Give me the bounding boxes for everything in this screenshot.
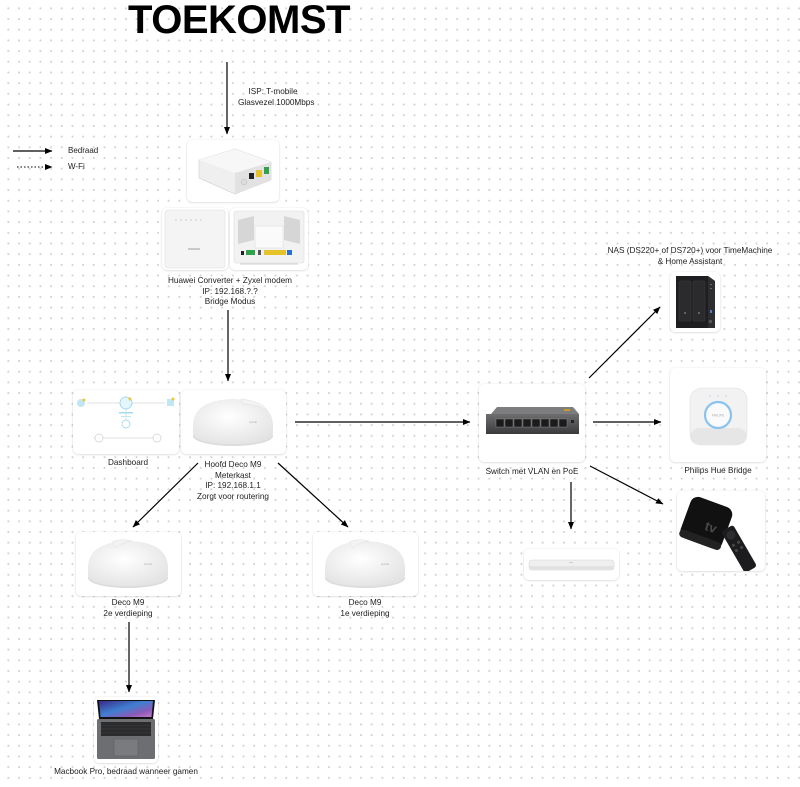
macbook-label: Macbook Pro, bedraad wanneer gamen [40, 767, 212, 778]
switch-label-text: Switch met VLAN en PoE [485, 467, 579, 476]
appletv-card[interactable]: tv [677, 491, 765, 571]
hue-label-text: Philips Hue Bridge [684, 466, 752, 475]
deco-1-name: Deco M9 [348, 598, 382, 607]
apple-tv-icon: tv [679, 496, 756, 571]
main-deco-name: Hoofd Deco M9 [204, 460, 262, 469]
main-deco-card[interactable]: tp-link [181, 390, 286, 454]
zyxel-modem-front-icon [164, 209, 226, 269]
isp-speed-line: Glasvezel 1000Mbps [238, 97, 315, 107]
main-deco-location: Meterkast [215, 470, 251, 480]
switch-label: Switch met VLAN en PoE [474, 467, 590, 478]
deco-1-label: Deco M9 1e verdieping [315, 598, 415, 619]
macbook-icon [97, 700, 155, 759]
hue-bridge-icon: PHILIPS [689, 387, 748, 446]
converter-ip: IP: 192.168.?.? [202, 286, 258, 296]
zyxel-modem-front-card[interactable] [162, 208, 228, 270]
dashboard-card[interactable] [73, 390, 179, 454]
macbook-card[interactable] [94, 697, 158, 763]
nas-label-line-2: & Home Assistant [657, 256, 723, 266]
hue-card[interactable]: PHILIPS [670, 368, 766, 462]
deco-dashboard-icon [77, 396, 175, 443]
converter-mode: Bridge Modus [204, 297, 256, 306]
arrow-main-deco-to-deco-2 [132, 462, 199, 528]
soundbar-card[interactable] [524, 549, 619, 580]
dashboard-label: Dashboard [88, 458, 168, 469]
arrow-main-deco-to-deco-1 [277, 462, 349, 528]
hue-label: Philips Hue Bridge [670, 466, 766, 477]
converter-name: Huawei Converter + Zyxel modem [168, 276, 292, 285]
deco-1-card[interactable]: tp-link [313, 532, 418, 596]
nas-card[interactable] [670, 272, 720, 332]
nas-label: NAS (DS220+ of DS720+) voor TimeMachine … [604, 246, 776, 267]
switch-card[interactable] [479, 384, 585, 462]
poe-switch-icon [486, 407, 579, 434]
main-deco-label: Hoofd Deco M9 Meterkast IP: 192.168.1.1 … [183, 460, 283, 502]
deco-m9-icon: tp-link [88, 539, 168, 588]
diagram-title: TOEKOMST [128, 0, 350, 42]
legend-wifi-label: W-Fi [68, 162, 85, 171]
deco-m9-icon: tp-link [193, 398, 273, 446]
deco-2-card[interactable]: tp-link [76, 532, 181, 596]
svg-text:tp-link: tp-link [381, 562, 390, 566]
huawei-ont-icon [198, 148, 272, 195]
isp-line: ISP: T-mobile [248, 87, 298, 96]
huawei-ont-card[interactable] [187, 140, 279, 202]
deco-2-name: Deco M9 [111, 598, 145, 607]
deco-m9-icon: tp-link [325, 539, 405, 588]
converter-modem-label: Huawei Converter + Zyxel modem IP: 192.1… [160, 276, 300, 308]
arrow-switch-to-appletv [589, 465, 664, 505]
main-deco-ip: IP: 192.168.1.1 [205, 481, 261, 490]
nas-label-line-1: NAS (DS220+ of DS720+) voor TimeMachine [607, 246, 773, 255]
svg-text:PHILIPS: PHILIPS [712, 414, 724, 418]
isp-label: ISP: T-mobile Glasvezel 1000Mbps [238, 87, 315, 108]
arrow-switch-to-nas [588, 306, 661, 379]
zyxel-modem-back-icon [233, 210, 305, 265]
macbook-label-text: Macbook Pro, bedraad wanneer gamen [54, 767, 198, 776]
svg-text:tp-link: tp-link [144, 562, 153, 566]
zyxel-modem-back-card[interactable] [230, 208, 308, 270]
deco-2-label: Deco M9 2e verdieping [78, 598, 178, 619]
soundbar-icon [528, 559, 615, 571]
svg-text:tp-link: tp-link [249, 420, 258, 424]
main-deco-role: Zorgt voor routering [197, 491, 269, 501]
nas-icon [676, 276, 715, 328]
dashboard-label-text: Dashboard [107, 458, 149, 467]
legend-wired-label: Bedraad [68, 146, 99, 155]
deco-1-location: 1e verdieping [340, 608, 390, 618]
deco-2-location: 2e verdieping [103, 608, 153, 618]
